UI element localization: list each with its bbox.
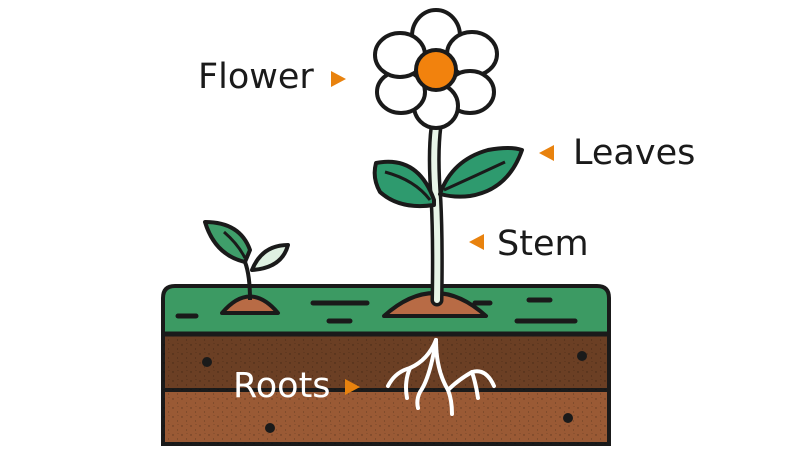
seedling-leaf-left	[203, 220, 252, 264]
seedling-leaf-right	[250, 243, 290, 272]
seedling	[203, 220, 290, 301]
flower	[373, 8, 499, 130]
label-arrows	[331, 71, 554, 395]
label-flower: Flower	[198, 57, 314, 97]
triangle-pointer-icon	[539, 145, 554, 161]
label-roots: Roots	[233, 366, 331, 406]
label-stem: Stem	[497, 224, 589, 264]
flower-center	[414, 48, 458, 92]
triangle-pointer-icon	[331, 71, 346, 87]
leaves	[372, 146, 524, 209]
roots	[386, 338, 496, 416]
triangle-pointer-icon	[345, 379, 360, 395]
label-leaves: Leaves	[573, 133, 696, 173]
grass-marks	[175, 297, 578, 324]
seedling-mound	[220, 294, 280, 315]
ground	[161, 284, 611, 446]
leaf-left	[372, 159, 436, 209]
soil-stones	[202, 351, 587, 433]
grass-layer	[161, 284, 611, 336]
triangle-pointer-icon	[469, 234, 484, 250]
stem	[427, 113, 444, 307]
